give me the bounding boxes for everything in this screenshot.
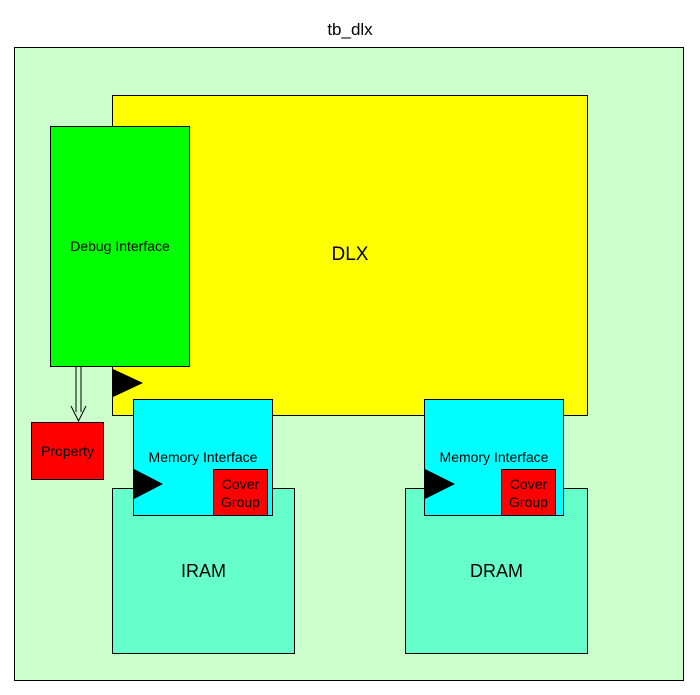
iram-memory-interface-label: Memory Interface [148, 449, 258, 465]
dram-cover-group-label: Cover Group [509, 475, 548, 510]
dram-label: DRAM [470, 561, 523, 581]
iram-cover-group-label: Cover Group [221, 475, 260, 510]
debug-interface-block [50, 126, 190, 367]
iram-label: IRAM [181, 561, 226, 581]
debug-interface-label: Debug Interface [70, 238, 170, 254]
property-label: Property [41, 443, 94, 459]
diagram-title: tb_dlx [327, 20, 373, 39]
dlx-label: DLX [331, 244, 369, 265]
dram-memory-interface-label: Memory Interface [439, 449, 549, 465]
iram-cover-group-block: Cover Group [213, 469, 268, 516]
dlx-block [112, 95, 588, 416]
property-block: Property [31, 422, 104, 480]
dram-cover-group-block: Cover Group [501, 469, 556, 516]
